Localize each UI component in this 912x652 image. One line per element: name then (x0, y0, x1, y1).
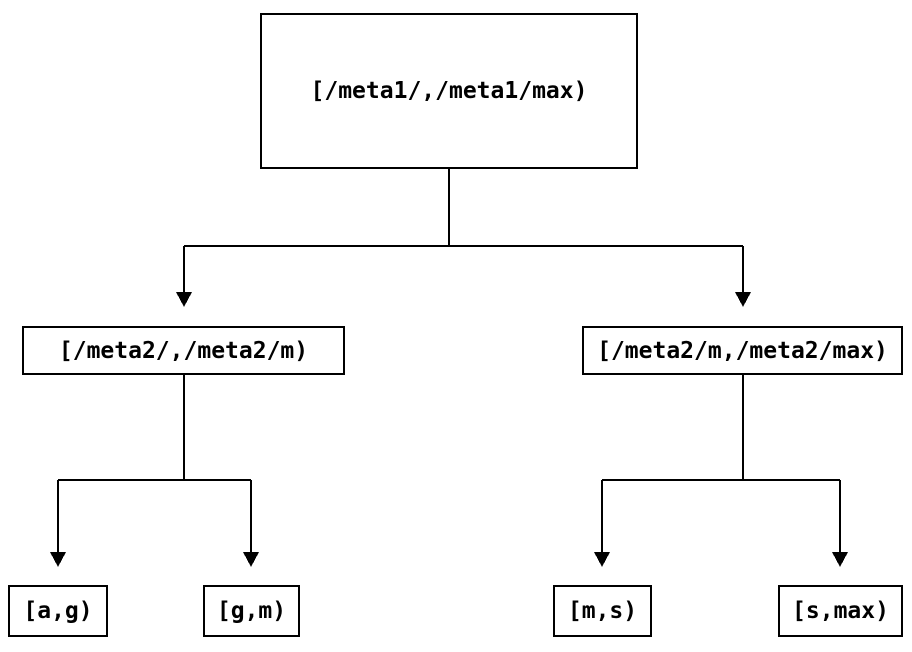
node-leaf-ag: [a,g) (8, 585, 108, 637)
node-root-label: [/meta1/,/meta1/max) (310, 78, 588, 104)
node-leaf-ms-label: [m,s) (567, 598, 638, 624)
node-leaf-smax: [s,max) (778, 585, 903, 637)
arrowhead-icon (735, 292, 751, 307)
arrowhead-icon (243, 552, 259, 567)
node-leaf-gm: [g,m) (203, 585, 300, 637)
node-leaf-smax-label: [s,max) (792, 598, 889, 624)
node-meta2-right-label: [/meta2/m,/meta2/max) (597, 337, 888, 364)
node-meta2-left: [/meta2/,/meta2/m) (22, 326, 345, 375)
node-leaf-ag-label: [a,g) (23, 598, 93, 624)
arrowhead-icon (50, 552, 66, 567)
node-root: [/meta1/,/meta1/max) (260, 13, 638, 169)
edge-root-to-meta2 (183, 169, 744, 294)
node-leaf-gm-label: [g,m) (216, 598, 287, 624)
node-meta2-left-label: [/meta2/,/meta2/m) (58, 337, 309, 364)
edge-meta2-left-to-leaves (57, 375, 252, 554)
arrowhead-icon (594, 552, 610, 567)
edge-meta2-right-to-leaves (601, 375, 841, 554)
node-meta2-right: [/meta2/m,/meta2/max) (582, 326, 903, 375)
node-leaf-ms: [m,s) (553, 585, 652, 637)
arrowhead-icon (832, 552, 848, 567)
arrowhead-icon (176, 292, 192, 307)
